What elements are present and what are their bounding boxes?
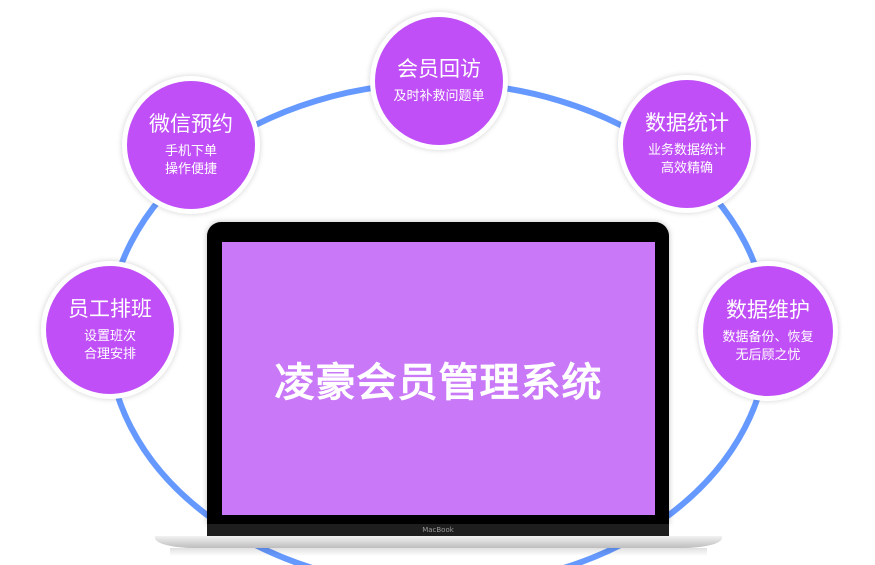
feature-title: 会员回访 (397, 57, 481, 81)
laptop-screen: 凌豪会员管理系统 (222, 242, 655, 515)
feature-desc: 手机下单 (164, 144, 217, 159)
laptop-hinge: MacBook (207, 524, 669, 536)
laptop-shadow (170, 548, 707, 556)
feature-wechat-booking: 微信预约 手机下单 操作便捷 (122, 76, 260, 214)
feature-data-maintenance: 数据维护 数据备份、恢复 无后顾之忧 (698, 261, 838, 401)
feature-title: 数据统计 (645, 111, 729, 135)
feature-title: 微信预约 (149, 112, 233, 136)
feature-member-followup: 会员回访 及时补救问题单 (370, 12, 508, 150)
feature-desc: 及时补救问题单 (393, 89, 485, 104)
feature-desc: 无后顾之忧 (735, 348, 801, 363)
feature-desc: 数据备份、恢复 (722, 330, 814, 345)
feature-data-statistics: 数据统计 业务数据统计 高效精确 (618, 75, 756, 213)
feature-title: 数据维护 (726, 298, 810, 322)
feature-desc: 合理安排 (83, 347, 136, 362)
feature-desc: 业务数据统计 (647, 143, 726, 158)
system-title: 凌豪会员管理系统 (274, 359, 603, 406)
feature-staff-scheduling: 员工排班 设置班次 合理安排 (41, 261, 179, 399)
feature-desc: 操作便捷 (164, 162, 217, 177)
laptop-base (155, 536, 722, 548)
brand-label: MacBook (422, 526, 454, 534)
feature-title: 员工排班 (68, 297, 152, 321)
feature-desc: 设置班次 (83, 329, 136, 344)
feature-desc: 高效精确 (660, 161, 713, 176)
